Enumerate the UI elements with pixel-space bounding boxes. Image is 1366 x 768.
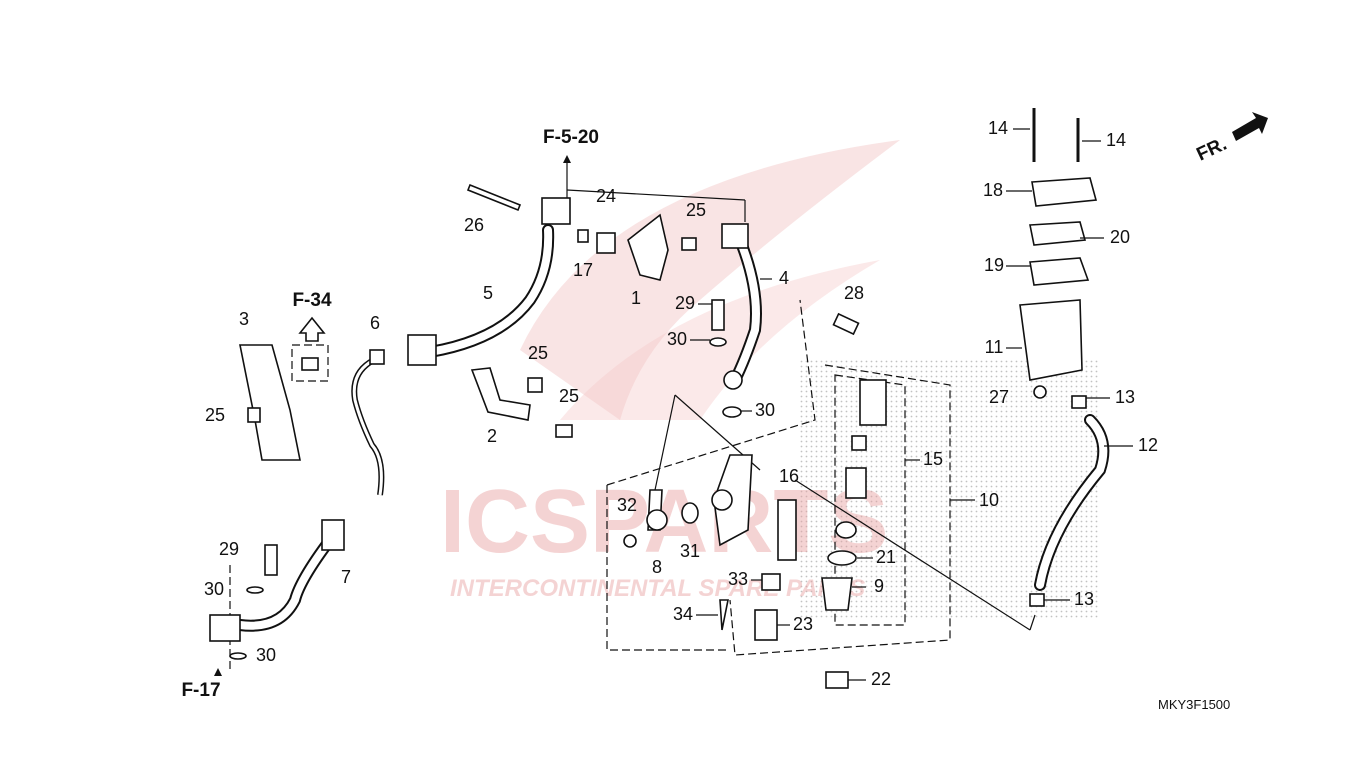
callout[interactable]: 12 (1138, 435, 1158, 455)
callout[interactable]: 13 (1115, 387, 1135, 407)
callout[interactable]: 17 (573, 260, 593, 280)
callout[interactable]: 29 (219, 539, 239, 559)
diagram-code: MKY3F1500 (1158, 697, 1230, 712)
callout[interactable]: 34 (673, 604, 693, 624)
callout[interactable]: 30 (755, 400, 775, 420)
leader-lines (214, 155, 1036, 676)
ref-f-5-20[interactable]: F-5-20 (543, 127, 599, 148)
callout[interactable]: 21 (876, 547, 896, 567)
callout[interactable]: 14 (988, 118, 1008, 138)
callout[interactable]: 25 (686, 200, 706, 220)
brake-pipe-6 (351, 349, 385, 496)
callout[interactable]: 25 (528, 343, 548, 363)
ref-f-34[interactable]: F-34 (292, 290, 332, 311)
callout[interactable]: 10 (979, 490, 999, 510)
callout-leaders (690, 128, 1133, 681)
callout[interactable]: 18 (983, 180, 1003, 200)
callout[interactable]: 15 (923, 449, 943, 469)
callout[interactable]: 25 (559, 386, 579, 406)
front-direction-label: FR. (1193, 134, 1230, 166)
brake-hose-5 (407, 197, 571, 366)
brake-hose-7 (209, 519, 345, 642)
callout[interactable]: 22 (871, 669, 891, 689)
callout[interactable]: 24 (596, 186, 616, 206)
callout[interactable]: 30 (667, 329, 687, 349)
callout[interactable]: 5 (483, 283, 493, 303)
callout[interactable]: 33 (728, 569, 748, 589)
callout[interactable]: 1 (631, 288, 641, 308)
callout[interactable]: 3 (239, 309, 249, 329)
brake-hose-4 (721, 223, 762, 390)
callout[interactable]: 6 (370, 313, 380, 333)
callout[interactable]: 13 (1074, 589, 1094, 609)
callout[interactable]: 16 (779, 466, 799, 486)
callout[interactable]: 23 (793, 614, 813, 634)
svg-text:INTERCONTINENTAL SPARE PARTS: INTERCONTINENTAL SPARE PARTS (450, 575, 865, 602)
callout[interactable]: 9 (874, 576, 884, 596)
callout[interactable]: 31 (680, 541, 700, 561)
callout[interactable]: 28 (844, 283, 864, 303)
callout[interactable]: 30 (204, 579, 224, 599)
callout[interactable]: 29 (675, 293, 695, 313)
callout[interactable]: 8 (652, 557, 662, 577)
callout[interactable]: 20 (1110, 227, 1130, 247)
callout[interactable]: 11 (985, 337, 1004, 357)
reservoir-hose-12 (1034, 414, 1110, 591)
callout[interactable]: 4 (779, 268, 789, 288)
callout[interactable]: 26 (464, 215, 484, 235)
ref-f-17[interactable]: F-17 (181, 680, 220, 701)
callout[interactable]: 30 (256, 645, 276, 665)
callouts: 26 24 17 25 1 4 5 29 30 28 3 6 25 25 2 2… (204, 118, 1158, 689)
callout[interactable]: 19 (984, 255, 1004, 275)
front-arrow-icon (1232, 112, 1268, 141)
callout[interactable]: 2 (487, 426, 497, 446)
callout[interactable]: 27 (989, 387, 1009, 407)
parts (229, 108, 1098, 689)
callout[interactable]: 32 (617, 495, 637, 515)
callout[interactable]: 7 (341, 567, 351, 587)
callout[interactable]: 14 (1106, 130, 1126, 150)
callout[interactable]: 25 (205, 405, 225, 425)
